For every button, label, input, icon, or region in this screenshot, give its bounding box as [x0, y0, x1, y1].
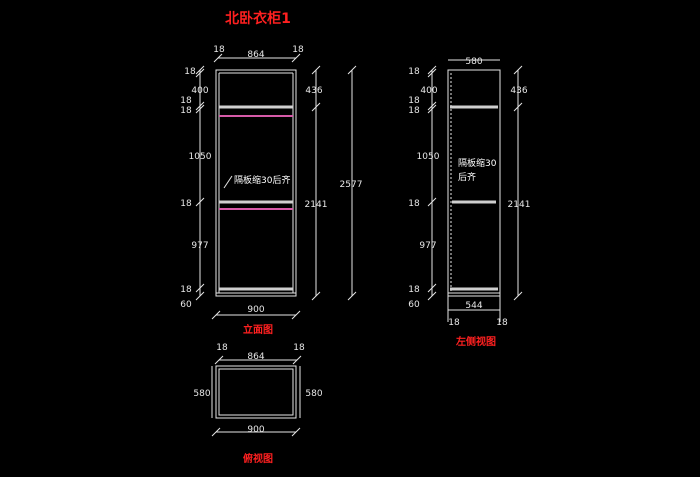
front-left-dim-4: 18 — [180, 106, 192, 116]
side-right-tick — [513, 102, 523, 112]
front-left-dim-1: 18 — [184, 67, 196, 77]
top-top-left-thick: 18 — [216, 343, 228, 353]
front-total-tick — [347, 291, 357, 301]
side-left-dim-2: 400 — [420, 86, 437, 96]
front-shelf-note: 隔板缩30后齐 — [234, 174, 290, 186]
front-left-ticks — [195, 65, 205, 301]
side-left-dim-8: 18 — [408, 285, 420, 295]
front-note-leader — [223, 175, 233, 189]
top-top-tick — [292, 355, 302, 365]
front-top-right-thick: 18 — [292, 45, 304, 55]
side-left-dim-6: 18 — [408, 199, 420, 209]
side-shelf-note-line2: 后齐 — [458, 171, 476, 183]
front-total-tick — [347, 65, 357, 75]
side-right-tick — [513, 65, 523, 75]
side-right-dim-2: 2141 — [508, 200, 531, 210]
front-left-dim-9: 60 — [180, 300, 192, 310]
side-view: 580 18 400 18 18 1050 18 977 18 60 436 — [408, 57, 530, 348]
side-left-dim-1: 18 — [408, 67, 420, 77]
top-left-depth: 580 — [193, 389, 210, 399]
front-total-height: 2577 — [340, 180, 363, 190]
top-top-inner-width: 864 — [247, 352, 264, 362]
front-top-left-thick: 18 — [213, 45, 225, 55]
front-right-tick — [311, 102, 321, 112]
front-view: 18 864 18 18 400 18 18 1050 18 977 — [180, 45, 362, 336]
side-left-dim-7: 977 — [419, 241, 436, 251]
top-right-depth: 580 — [305, 389, 322, 399]
side-right-dim-1: 436 — [510, 86, 527, 96]
front-cabinet-outline — [215, 69, 297, 297]
top-bottom-tick — [291, 427, 301, 437]
front-left-dim-5: 1050 — [189, 152, 212, 162]
side-cabinet-outline — [447, 69, 501, 297]
top-bottom-width: 900 — [247, 425, 264, 435]
top-view: 18 864 18 580 580 900 俯视图 — [193, 343, 322, 465]
side-left-dim-9: 60 — [408, 300, 420, 310]
front-top-tick — [213, 53, 223, 63]
side-top-depth: 580 — [465, 57, 482, 67]
front-bottom-width: 900 — [247, 305, 264, 315]
front-bottom-tick — [291, 310, 301, 320]
side-bottom-right-thick: 18 — [496, 318, 508, 328]
drawing-title: 北卧衣柜1 — [225, 10, 291, 27]
side-view-caption: 左侧视图 — [455, 335, 496, 348]
top-cabinet-outline — [215, 365, 297, 419]
front-left-dim-2: 400 — [191, 86, 208, 96]
front-right-tick — [311, 291, 321, 301]
front-right-dim-1: 436 — [305, 86, 322, 96]
front-left-dim-6: 18 — [180, 199, 192, 209]
front-right-tick — [311, 65, 321, 75]
front-bottom-tick — [211, 310, 221, 320]
front-top-tick — [291, 53, 301, 63]
top-bottom-tick — [211, 427, 221, 437]
front-right-dim-2: 2141 — [305, 200, 328, 210]
top-top-tick — [214, 355, 224, 365]
side-left-dim-4: 18 — [408, 106, 420, 116]
side-left-ticks — [427, 65, 437, 301]
top-inner-outline — [218, 368, 294, 416]
side-left-dim-5: 1050 — [417, 152, 440, 162]
front-left-dim-3: 18 — [180, 96, 192, 106]
front-left-dim-8: 18 — [180, 285, 192, 295]
side-bottom-left-thick: 18 — [448, 318, 460, 328]
side-bottom-inner: 544 — [465, 301, 482, 311]
top-top-right-thick: 18 — [293, 343, 305, 353]
front-view-caption: 立面图 — [243, 323, 273, 336]
side-right-tick — [513, 291, 523, 301]
front-left-dim-7: 977 — [191, 241, 208, 251]
side-left-dim-3: 18 — [408, 96, 420, 106]
front-top-inner-width: 864 — [247, 50, 264, 60]
side-shelf-note-line1: 隔板缩30 — [458, 157, 497, 169]
top-view-caption: 俯视图 — [243, 452, 273, 465]
